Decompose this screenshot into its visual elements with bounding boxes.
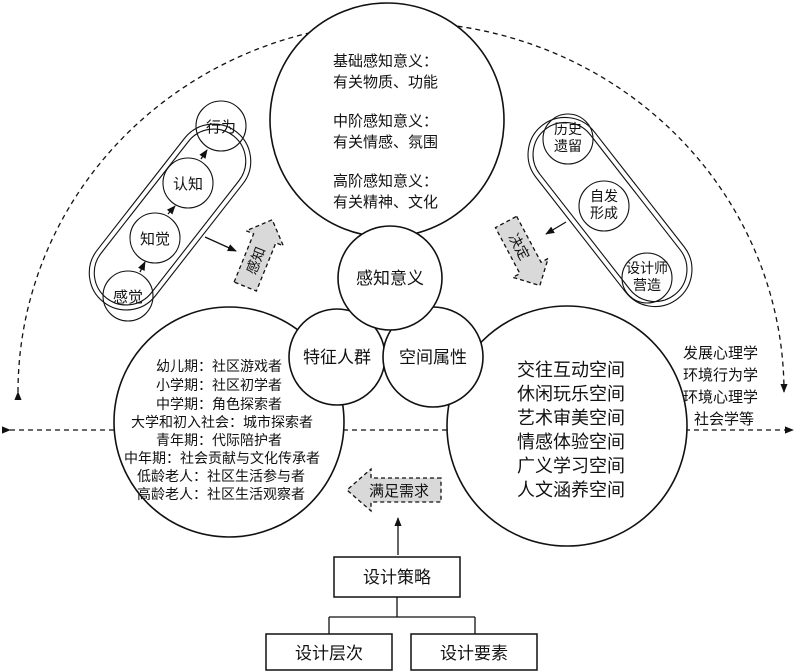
people-line: 大学和初入社会：城市探索者: [131, 414, 313, 431]
step-sensation-label: 感觉: [113, 288, 143, 306]
origin-history: [542, 113, 594, 165]
people-line: 幼儿期：社区游戏者: [156, 359, 282, 375]
people-line: 小学期：社区初学者: [156, 377, 282, 394]
people-line: 中年期：社会贡献与文化传承者: [124, 451, 320, 467]
perception-meaning-label: 感知意义: [356, 269, 424, 289]
meet-needs-arrow: 满足需求: [346, 467, 442, 513]
origin-history-line2: 遗留: [554, 139, 582, 155]
origin-spontaneous-line1: 自发: [590, 189, 618, 205]
origin-spontaneous-line2: 形成: [590, 206, 618, 222]
space-line: 交往互动空间: [517, 360, 625, 381]
step-arrow: [138, 261, 146, 273]
theory-line: 社会学等: [694, 410, 754, 428]
space-line: 艺术审美空间: [517, 408, 625, 429]
meaning-level-2-title: 中阶感知意义：: [333, 112, 438, 130]
step-cognition-label: 认知: [173, 175, 203, 193]
step-sensation: [102, 270, 154, 322]
people-line: 高龄老人：社区生活观察者: [137, 486, 305, 503]
design-level-box: [265, 633, 393, 671]
space-list: 交往互动空间 休闲玩乐空间 艺术审美空间 情感体验空间 广义学习空间 人文涵养空…: [517, 360, 625, 501]
space-line: 休闲玩乐空间: [517, 384, 625, 405]
determine-arrow: 决定: [494, 215, 550, 287]
design-strategy-box: [333, 556, 461, 598]
design-level-label: 设计层次: [295, 644, 363, 664]
step-perception: [129, 212, 181, 264]
meaning-level-2-desc: 有关情感、氛围: [333, 133, 438, 151]
step-cognition: [162, 157, 214, 209]
people-line: 青年期：代际陪护者: [156, 433, 282, 449]
space-line: 情感体验空间: [517, 432, 625, 453]
step-perception-label: 知觉: [140, 230, 170, 248]
outer-dashed-arc: [14, 21, 788, 401]
meaning-level-1-title: 基础感知意义：: [333, 52, 438, 70]
meaning-level-3-desc: 有关精神、文化: [333, 193, 438, 211]
feature-groups-label: 特征人群: [303, 348, 371, 368]
meaning-level-3-title: 高阶感知意义：: [333, 172, 438, 190]
meaning-level-1-desc: 有关物质、功能: [333, 73, 438, 91]
origin-history-line1: 历史: [554, 122, 582, 138]
space-line: 人文涵养空间: [517, 480, 625, 501]
theory-line: 环境心理学: [683, 388, 758, 406]
step-arrow: [199, 149, 208, 160]
design-elements-label: 设计要素: [440, 644, 508, 664]
step-arrow: [166, 205, 176, 215]
step-behavior-label: 行为: [206, 118, 236, 136]
design-elements-box: [410, 633, 538, 671]
perceive-arrow: 感知: [233, 218, 285, 292]
step-behavior: [195, 100, 247, 152]
design-strategy-label: 设计策略: [363, 568, 431, 588]
origin-designer-line1: 设计师: [626, 261, 668, 277]
origin-designer-line2: 营造: [633, 278, 661, 294]
people-line: 低龄老人：社区生活参与者: [137, 468, 305, 485]
people-line: 中学期：角色探索者: [156, 396, 282, 413]
perception-meaning-node: [337, 225, 443, 331]
capsule-to-arrow: [545, 221, 567, 235]
space-attributes-label: 空间属性: [399, 348, 467, 368]
space-line: 广义学习空间: [517, 456, 625, 477]
space-types-circle: [446, 305, 688, 547]
origin-designer: [621, 252, 673, 304]
theory-line: 环境行为学: [683, 366, 758, 384]
meet-needs-arrow-label: 满足需求: [369, 482, 429, 500]
people-list: 幼儿期：社区游戏者 小学期：社区初学者 中学期：角色探索者 大学和初入社会：城市…: [124, 359, 320, 503]
origin-spontaneous: [578, 180, 630, 232]
feature-groups-circle: [113, 306, 345, 538]
capsule-to-arrow: [204, 236, 237, 252]
theory-line: 发展心理学: [683, 344, 758, 362]
